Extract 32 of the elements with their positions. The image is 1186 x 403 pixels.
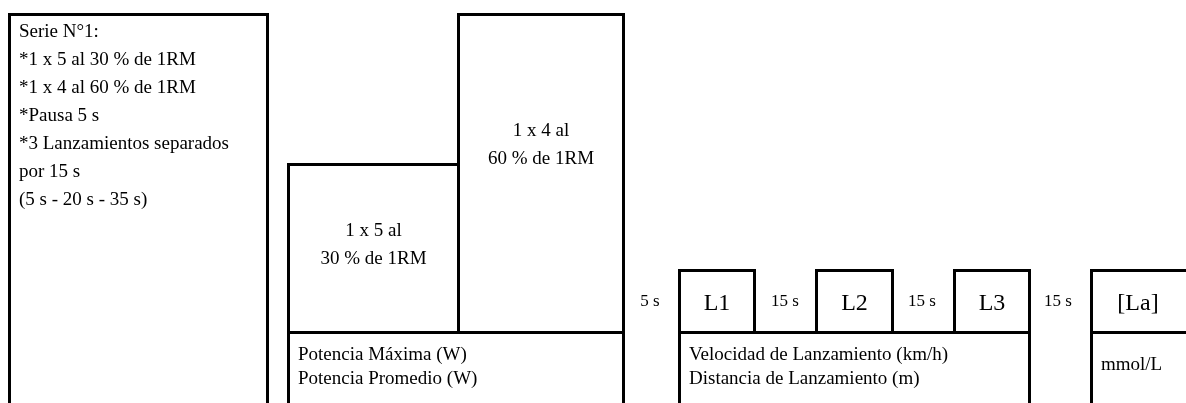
phase-box	[457, 13, 625, 334]
box-text: L3	[978, 287, 1006, 316]
box-text: 60 % de 1RM	[487, 145, 595, 170]
box-text: *1 x 5 al 30 % de 1RM	[19, 47, 196, 71]
phase-box	[287, 163, 460, 334]
throw-box	[953, 269, 1031, 334]
throw-box	[678, 269, 756, 334]
box-text: *1 x 4 al 60 % de 1RM	[19, 75, 196, 99]
box-text: *Pausa 5 s	[19, 103, 100, 127]
box-text: Distancia de Lanzamiento (m)	[689, 366, 920, 390]
box-text: 1 x 4 al	[512, 117, 570, 142]
throw-box	[815, 269, 894, 334]
description-box	[8, 13, 269, 403]
measure-box	[678, 331, 1031, 403]
box-text: 30 % de 1RM	[320, 245, 427, 270]
box-text: L2	[841, 287, 868, 316]
box-text: *3 Lanzamientos separados por 15 s	[19, 131, 230, 183]
lactate-box	[1090, 269, 1186, 334]
box-text: Potencia Promedio (W)	[298, 366, 478, 390]
box-text: L1	[703, 287, 731, 316]
duration-label: 5 s	[640, 291, 660, 311]
box-text: [La]	[1117, 287, 1159, 316]
box-text: (5 s - 20 s - 35 s)	[19, 187, 148, 211]
box-text: 1 x 5 al	[345, 217, 402, 242]
box-text: Velocidad de Lanzamiento (km/h)	[689, 342, 949, 366]
box-text: Serie N°1:	[19, 19, 99, 43]
box-text: mmol/L	[1101, 352, 1163, 376]
duration-label: 15 s	[1044, 291, 1072, 311]
duration-label: 15 s	[908, 291, 936, 311]
box-text: Potencia Máxima (W)	[298, 342, 467, 366]
measure-box	[287, 331, 625, 403]
duration-label: 15 s	[771, 291, 799, 311]
